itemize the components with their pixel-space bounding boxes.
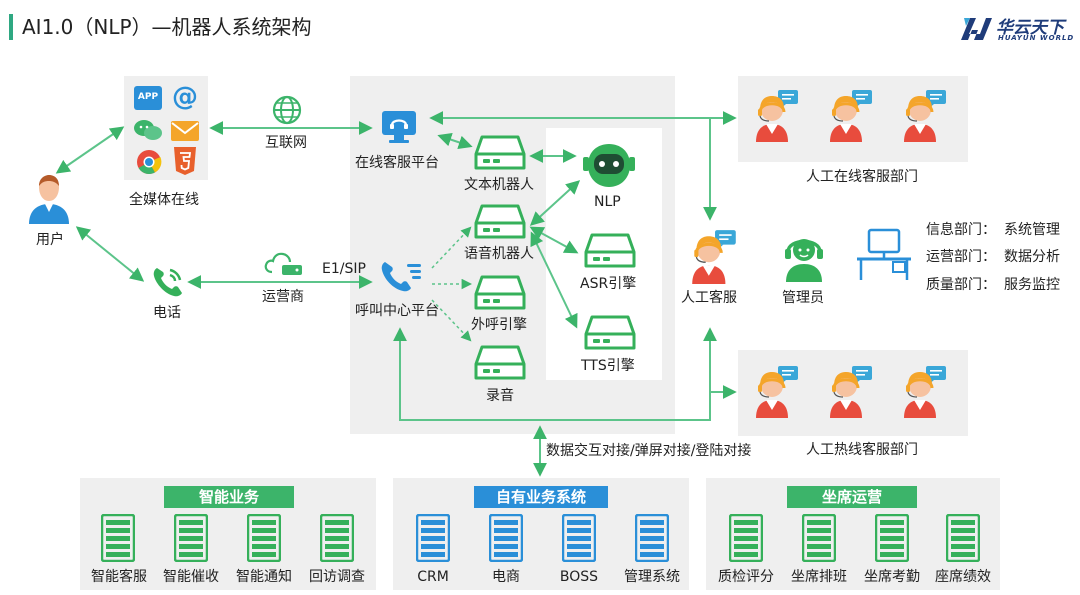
online-dept-label: 人工在线客服部门	[806, 169, 918, 185]
phone-icon	[153, 268, 182, 297]
text-robot-label: 文本机器人	[464, 177, 534, 193]
logo-subtext: HUAYUN WORLD	[998, 34, 1075, 42]
cloud-server-icon	[264, 252, 302, 275]
outbound-label: 外呼引擎	[471, 317, 527, 333]
seat-item-label: 座席绩效	[935, 569, 991, 585]
online-agent-icon-3	[900, 88, 950, 142]
tts-server-icon	[584, 315, 636, 350]
system-item-label: 电商	[492, 569, 520, 585]
system-item-label: BOSS	[559, 569, 599, 585]
text-robot-server-icon	[474, 135, 526, 170]
smart-item-label: 智能客服	[91, 569, 147, 585]
seat-item-label: 坐席考勤	[864, 569, 920, 585]
voicebot-tts-line	[530, 231, 578, 329]
server-rack-icon	[729, 514, 763, 562]
recording-server-icon	[474, 345, 526, 380]
recording-label: 录音	[486, 388, 514, 404]
smart-item-label: 智能催收	[163, 569, 219, 585]
voice-robot-server-icon	[474, 204, 526, 239]
asr-server-icon	[584, 233, 636, 268]
dept-name: 运营部门：	[926, 249, 996, 265]
user-icon	[29, 175, 69, 224]
human-agent-icon	[688, 228, 740, 284]
hotline-agent-icon-2	[826, 364, 876, 418]
seat-item-label: 质检评分	[718, 569, 774, 585]
phone-label: 电话	[153, 305, 181, 321]
mail-icon	[171, 121, 199, 141]
hotline-dept-label: 人工热线客服部门	[806, 442, 918, 458]
server-rack-icon	[174, 514, 208, 562]
voicebot-nlp-line	[529, 180, 581, 226]
logo: 华云天下 HUAYUN WORLD	[958, 12, 1074, 46]
dept-duty: 数据分析	[1004, 249, 1060, 265]
user-phone-line	[75, 226, 145, 282]
server-rack-icon	[946, 514, 980, 562]
e1sip-label: E1/SIP	[322, 261, 366, 277]
admin-headset-icon	[785, 239, 823, 282]
nlp-label: NLP	[594, 194, 621, 210]
server-rack-icon	[101, 514, 135, 562]
html5-icon	[174, 147, 196, 175]
agent-to-hotline-line	[709, 330, 737, 399]
title-accent-bar	[9, 14, 13, 40]
smart-item-label: 回访调查	[309, 569, 365, 585]
seat-item-label: 坐席排班	[791, 569, 847, 585]
online-agent-icon-1	[752, 88, 802, 142]
outbound-server-icon	[474, 275, 526, 310]
dept-name: 质量部门：	[926, 277, 996, 293]
server-rack-icon	[802, 514, 836, 562]
callcenter-icon	[381, 262, 421, 292]
app-icon: APP	[134, 86, 162, 110]
interface-label: 数据交互对接/弹屏对接/登陆对接	[546, 443, 752, 459]
server-rack-icon	[416, 514, 450, 562]
callcenter-agent-loop-line	[393, 327, 717, 421]
human-agent-label: 人工客服	[681, 290, 737, 306]
hotline-agent-icon-1	[752, 364, 802, 418]
page-title: AI1.0（NLP）—机器人系统架构	[22, 15, 312, 39]
user-media-line	[55, 126, 125, 174]
wechat-icon	[134, 120, 162, 140]
chrome-icon	[137, 150, 162, 175]
online-textbot-line	[437, 132, 473, 150]
globe-icon	[272, 95, 302, 125]
dept-name: 信息部门：	[926, 222, 996, 238]
smart-business-header: 智能业务	[164, 486, 294, 508]
user-label: 用户	[36, 232, 64, 248]
at-icon: @	[172, 82, 198, 112]
robot-icon	[583, 144, 635, 187]
system-item-label: CRM	[417, 569, 449, 585]
own-system-header: 自有业务系统	[474, 486, 608, 508]
server-rack-icon	[247, 514, 281, 562]
server-rack-icon	[320, 514, 354, 562]
workstation-icon	[857, 228, 911, 280]
dept-duty: 系统管理	[1004, 222, 1060, 238]
internet-label: 互联网	[265, 135, 307, 151]
seat-operation-header: 坐席运营	[787, 486, 917, 508]
hotline-agent-icon-3	[900, 364, 950, 418]
tts-label: TTS引擎	[581, 358, 635, 374]
system-item-label: 管理系统	[624, 569, 680, 585]
callcenter-label: 呼叫中心平台	[355, 303, 439, 319]
server-rack-icon	[635, 514, 669, 562]
smart-item-label: 智能通知	[236, 569, 292, 585]
admin-label: 管理员	[782, 290, 824, 306]
logo-icon	[961, 18, 992, 40]
online-platform-label: 在线客服平台	[355, 155, 439, 171]
server-rack-icon	[875, 514, 909, 562]
dept-duty: 服务监控	[1004, 277, 1060, 293]
logo-text: 华云天下	[996, 18, 1064, 38]
monitor-support-icon	[382, 111, 416, 143]
online-agent-icon-2	[826, 88, 876, 142]
voice-robot-label: 语音机器人	[464, 246, 534, 262]
all-media-label: 全媒体在线	[129, 192, 199, 208]
carrier-label: 运营商	[262, 289, 304, 305]
server-rack-icon	[562, 514, 596, 562]
asr-label: ASR引擎	[580, 276, 637, 292]
server-rack-icon	[489, 514, 523, 562]
